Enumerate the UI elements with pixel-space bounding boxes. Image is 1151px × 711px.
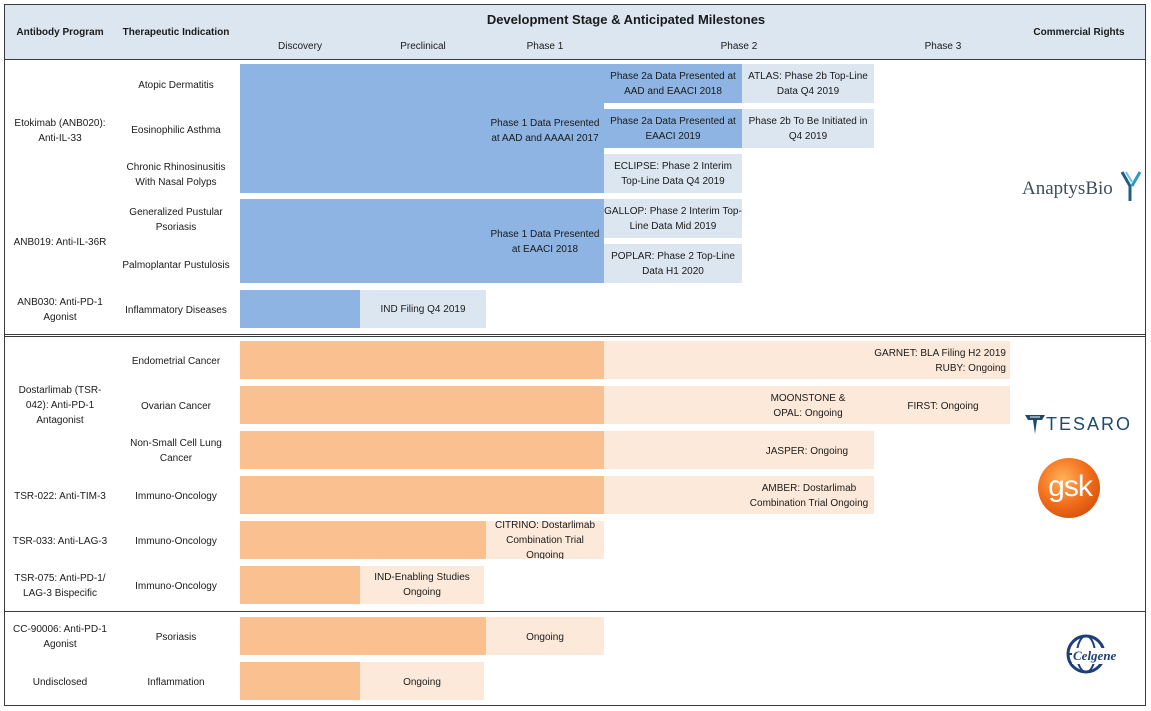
milestone-box-ppp-poplar xyxy=(604,244,742,283)
milestone-crs-eclipse: ECLIPSE: Phase 2 Interim Top-Line Data Q… xyxy=(614,161,732,187)
stage-label-discovery: Discovery xyxy=(278,41,322,52)
progress-bar-undisclosed xyxy=(240,662,360,700)
milestone-box-lag3 xyxy=(486,521,604,559)
celgene-logo: Celgene xyxy=(1060,632,1130,676)
milestone-endo-ruby: RUBY: Ongoing xyxy=(935,363,1006,374)
milestone-ad-atlas: ATLAS: Phase 2b Top-Line Data Q4 2019 xyxy=(748,71,868,97)
program-name: TSR-033: Anti-LAG-3 xyxy=(12,535,108,547)
program-name: ANB030: Anti-PD-1 Agonist xyxy=(17,297,103,323)
program-name: CC-90006: Anti-PD-1 Agonist xyxy=(13,624,107,650)
indication-label: Atopic Dermatitis xyxy=(138,79,214,91)
milestone-tsr075-ind: IND-Enabling Studies Ongoing xyxy=(374,572,470,598)
stage-label-phase1: Phase 1 xyxy=(526,41,564,52)
milestone-anb030-ind: IND Filing Q4 2019 xyxy=(380,303,466,315)
section-divider-anaptys-2 xyxy=(5,336,1145,337)
milestone-ea-phase2a: Phase 2a Data Presented at EAACI 2019 xyxy=(610,116,736,142)
indication-label: Non-Small Cell Lung Cancer xyxy=(130,438,222,464)
header-background xyxy=(5,5,1145,59)
indication-label: Generalized Pustular Psoriasis xyxy=(129,207,223,233)
program-name: Undisclosed xyxy=(32,676,88,688)
indication-label: Chronic Rhinosinusitis With Nasal Polyps xyxy=(126,162,226,188)
column-header-indication: Therapeutic Indication xyxy=(122,27,230,38)
indication-label: Palmoplantar Pustulosis xyxy=(122,259,230,271)
progress-bar-tsr075 xyxy=(240,566,360,604)
section-divider-anaptys xyxy=(5,334,1145,335)
milestone-nsclc-jasper: JASPER: Ongoing xyxy=(765,445,848,457)
stage-label-phase2: Phase 2 xyxy=(720,41,758,52)
milestone-endo-garnet: GARNET: BLA Filing H2 2019 xyxy=(874,348,1006,359)
gsk-logo: gsk xyxy=(1036,456,1102,520)
progress-bar-ovarian xyxy=(240,386,604,424)
milestone-box-anb030-ind xyxy=(360,290,486,328)
celgene-wordmark: Celgene xyxy=(1072,648,1118,664)
milestone-box-tim3 xyxy=(604,476,874,514)
progress-bar-etokimab xyxy=(240,64,604,193)
tesaro-logo: TESARO xyxy=(1024,410,1142,436)
program-name: Etokimab (ANB020): Anti-IL-33 xyxy=(14,118,106,144)
progress-bar-anb030 xyxy=(240,290,360,328)
milestone-box-ea-phase2b xyxy=(742,109,874,148)
indication-label: Inflammation xyxy=(147,676,205,688)
milestone-tim3-amber: AMBER: Dostarlimab Combination Trial Ong… xyxy=(749,483,869,509)
milestone-box-crs-eclipse xyxy=(604,154,742,193)
column-header-program: Antibody Program xyxy=(16,27,104,38)
milestone-ppp-poplar: POPLAR: Phase 2 Top-Line Data H1 2020 xyxy=(611,251,735,277)
program-name: Dostarlimab (TSR-042): Anti-PD-1 Antagon… xyxy=(18,384,102,426)
pipeline-table-frame xyxy=(4,4,1146,706)
indication-label: Eosinophilic Asthma xyxy=(131,124,221,136)
program-name: TSR-022: Anti-TIM-3 xyxy=(14,490,106,502)
header-divider xyxy=(5,59,1145,60)
gsk-wordmark: gsk xyxy=(1048,470,1093,503)
milestone-box-gpp-gallop xyxy=(604,199,742,238)
progress-bar-anb019 xyxy=(240,199,604,283)
indication-label: Immuno-Oncology xyxy=(135,535,217,547)
indication-label: Inflammatory Diseases xyxy=(125,304,227,316)
milestone-box-cc90006 xyxy=(486,617,604,655)
milestone-anb019-phase1: Phase 1 Data Presented at EAACI 2018 xyxy=(490,229,600,255)
gsk-badge-icon xyxy=(1038,458,1100,518)
progress-bar-nsclc xyxy=(240,431,604,469)
indication-label: Psoriasis xyxy=(155,631,197,643)
milestone-undisclosed-ongoing: Ongoing xyxy=(403,676,441,688)
stage-label-phase3: Phase 3 xyxy=(924,41,962,52)
column-header-rights: Commercial Rights xyxy=(1033,27,1125,38)
stage-label-preclinical: Preclinical xyxy=(400,41,446,52)
progress-bar-endometrial xyxy=(240,341,604,379)
progress-bar-tim3 xyxy=(240,476,604,514)
indication-label: Endometrial Cancer xyxy=(131,355,221,367)
progress-bar-cc90006 xyxy=(240,617,486,655)
milestone-box-endometrial xyxy=(604,341,1010,379)
milestone-gpp-gallop: GALLOP: Phase 2 Interim Top-Line Data Mi… xyxy=(604,206,742,232)
chart-title: Development Stage & Anticipated Mileston… xyxy=(486,12,766,27)
tesaro-mark-icon xyxy=(1025,415,1045,434)
milestone-ovarian-first: FIRST: Ongoing xyxy=(907,400,979,412)
indication-label: Immuno-Oncology xyxy=(135,490,217,502)
tesaro-wordmark: TESARO xyxy=(1046,414,1133,434)
section-divider-tesaro xyxy=(5,611,1145,612)
milestone-ovarian-moonstone: MOONSTONE & OPAL: Ongoing xyxy=(770,393,846,419)
program-name: TSR-075: Anti-PD-1/ LAG-3 Bispecific xyxy=(14,573,106,599)
milestone-box-nsclc xyxy=(604,431,874,469)
anaptysbio-logo: AnaptysBio xyxy=(1022,171,1146,206)
program-name: ANB019: Anti-IL-36R xyxy=(13,236,107,248)
progress-bar-ea-phase2a xyxy=(604,109,742,148)
indication-label: Ovarian Cancer xyxy=(140,400,212,412)
milestone-cc90006-ongoing: Ongoing xyxy=(526,631,564,643)
milestone-box-ad-atlas xyxy=(742,64,874,103)
milestone-box-tsr075 xyxy=(360,566,484,604)
milestone-lag3-citrino: CITRINO: Dostarlimab Combination Trial O… xyxy=(494,520,595,559)
milestone-etokimab-phase1: Phase 1 Data Presented at AAD and AAAAI … xyxy=(490,118,600,144)
milestone-box-undisclosed xyxy=(360,662,484,700)
progress-bar-ad-phase2a xyxy=(604,64,742,103)
milestone-ad-phase2a: Phase 2a Data Presented at AAD and EAACI… xyxy=(610,71,736,97)
milestone-ea-phase2b: Phase 2b To Be Initiated in Q4 2019 xyxy=(748,116,868,142)
anaptysbio-antibody-icon xyxy=(1120,171,1142,201)
indication-label: Immuno-Oncology xyxy=(135,580,217,592)
milestone-box-ovarian xyxy=(604,386,1010,424)
progress-bar-lag3 xyxy=(240,521,486,559)
anaptysbio-wordmark: AnaptysBio xyxy=(1022,178,1113,199)
